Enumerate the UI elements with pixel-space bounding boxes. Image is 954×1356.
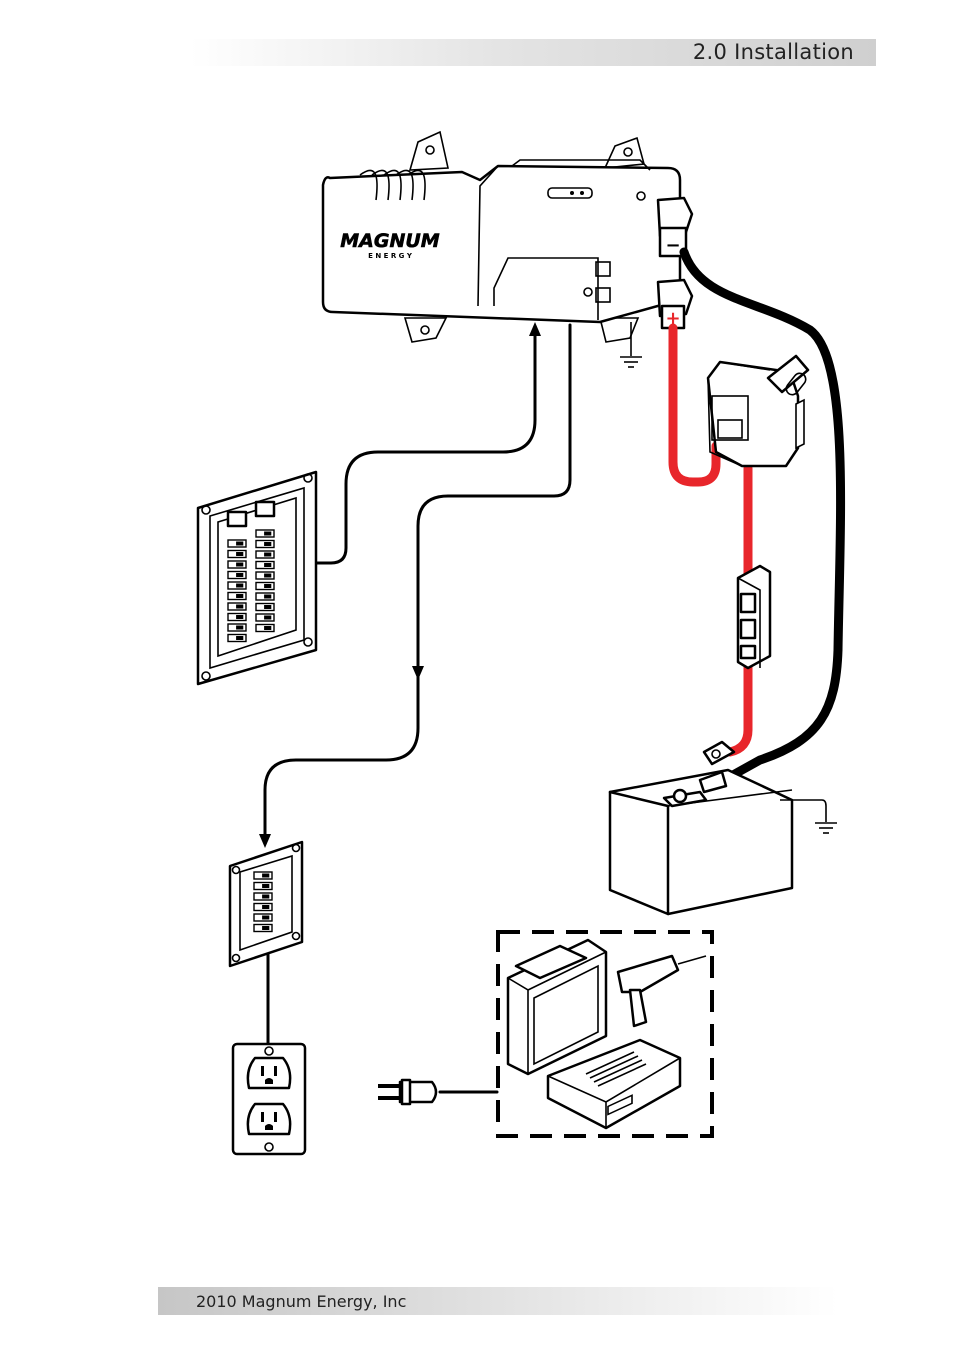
footer-bar: 2010 Magnum Energy, Inc — [158, 1287, 838, 1315]
battery-ground-symbol — [780, 799, 837, 834]
subpanel-breaker-1-toggle — [262, 873, 270, 878]
ac-plug — [378, 1078, 438, 1106]
breaker-left-7-toggle — [236, 604, 244, 609]
ac-sub-panel — [228, 840, 304, 968]
positive-terminal: + — [656, 278, 694, 330]
inline-fuse — [736, 564, 772, 670]
subpanel-breaker-4-toggle — [262, 905, 270, 909]
breaker-left-2-toggle — [236, 552, 244, 556]
negative-terminal: − — [656, 196, 694, 258]
breaker-right-10-toggle — [264, 626, 272, 630]
magnum-logo: MAGNUM — [340, 230, 440, 252]
breaker-left-9-toggle — [236, 625, 244, 630]
breaker-left-4-toggle — [236, 573, 244, 577]
ac-outlet — [231, 1042, 307, 1156]
breaker-column-left — [227, 539, 247, 643]
inverter-unit: MAGNUM E N E R G Y — [321, 130, 682, 343]
dc-disconnect-breaker — [706, 354, 810, 468]
breaker-right-8-toggle — [264, 605, 272, 609]
breaker-left-1-toggle — [236, 541, 244, 546]
section-title: 2.0 Installation — [692, 40, 854, 64]
magnum-logo-sub: E N E R G Y — [368, 252, 413, 260]
breaker-right-4-toggle — [264, 563, 272, 567]
breaker-right-2-toggle — [264, 542, 272, 546]
subpanel-breakers — [253, 871, 273, 933]
breaker-left-5-toggle — [236, 583, 244, 588]
footer-copyright: 2010 Magnum Energy, Inc — [196, 1292, 407, 1311]
battery — [608, 740, 794, 916]
subpanel-breaker-2-toggle — [262, 884, 270, 888]
breaker-right-6-toggle — [264, 584, 272, 588]
breaker-right-9-toggle — [264, 615, 272, 620]
breaker-right-3-toggle — [264, 552, 272, 557]
breaker-left-8-toggle — [236, 615, 244, 619]
breaker-left-6-toggle — [236, 594, 244, 598]
breaker-right-1-toggle — [264, 531, 272, 536]
subpanel-breaker-3-toggle — [262, 894, 270, 899]
ac-wiring — [259, 322, 572, 1094]
breaker-left-3-toggle — [236, 562, 244, 567]
negative-cable — [679, 247, 846, 795]
positive-symbol: + — [665, 308, 680, 329]
subpanel-breaker-6-toggle — [262, 926, 270, 930]
breaker-right-5-toggle — [264, 573, 272, 578]
breaker-right-7-toggle — [264, 594, 272, 599]
ac-loads — [496, 930, 714, 1138]
breaker-left-10-toggle — [236, 636, 244, 640]
positive-cable-upper — [668, 323, 721, 487]
breaker-column-right — [255, 529, 275, 633]
subpanel-breaker-5-toggle — [262, 915, 270, 920]
negative-symbol: − — [665, 235, 680, 256]
inverter-ground-symbol — [620, 322, 642, 368]
ac-breaker-panel — [196, 470, 318, 686]
header-bar: 2.0 Installation — [190, 39, 876, 66]
